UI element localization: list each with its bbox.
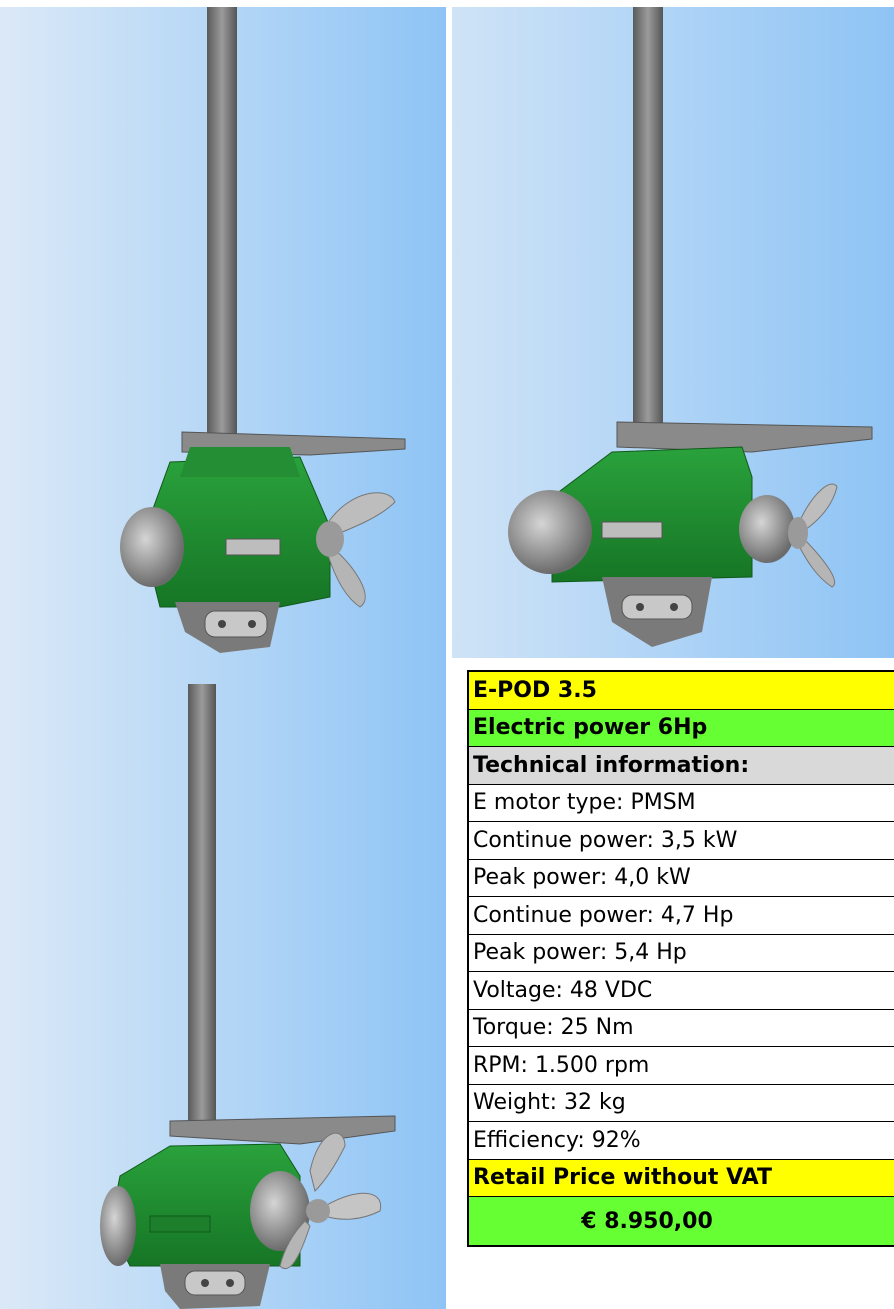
price-label: Retail Price without VAT <box>469 1159 894 1197</box>
spec-row-voltage: Voltage: 48 VDC <box>469 972 894 1010</box>
spec-row-continue-power-kw: Continue power: 3,5 kW <box>469 822 894 860</box>
spec-row-weight: Weight: 32 kg <box>469 1084 894 1122</box>
pod-motor-image-side <box>452 7 894 658</box>
spec-row-motor-type: E motor type: PMSM <box>469 784 894 822</box>
spec-table: E-POD 3.5 Electric power 6Hp Technical i… <box>467 670 894 1247</box>
section-title: Technical information: <box>469 747 894 785</box>
spec-row-torque: Torque: 25 Nm <box>469 1009 894 1047</box>
electric-pod-motor-icon <box>452 7 894 658</box>
electric-pod-motor-icon <box>0 666 446 1309</box>
pod-motor-image-rear <box>0 666 446 1309</box>
spec-row-efficiency: Efficiency: 92% <box>469 1122 894 1160</box>
spec-row-peak-power-kw: Peak power: 4,0 kW <box>469 859 894 897</box>
price-value: € 8.950,00 <box>469 1197 894 1245</box>
spec-row-peak-power-hp: Peak power: 5,4 Hp <box>469 934 894 972</box>
spec-row-rpm: RPM: 1.500 rpm <box>469 1047 894 1085</box>
pod-motor-image-front <box>0 7 446 670</box>
electric-power: Electric power 6Hp <box>469 709 894 747</box>
electric-pod-motor-icon <box>0 7 446 670</box>
spec-row-continue-power-hp: Continue power: 4,7 Hp <box>469 897 894 935</box>
product-name: E-POD 3.5 <box>469 672 894 710</box>
